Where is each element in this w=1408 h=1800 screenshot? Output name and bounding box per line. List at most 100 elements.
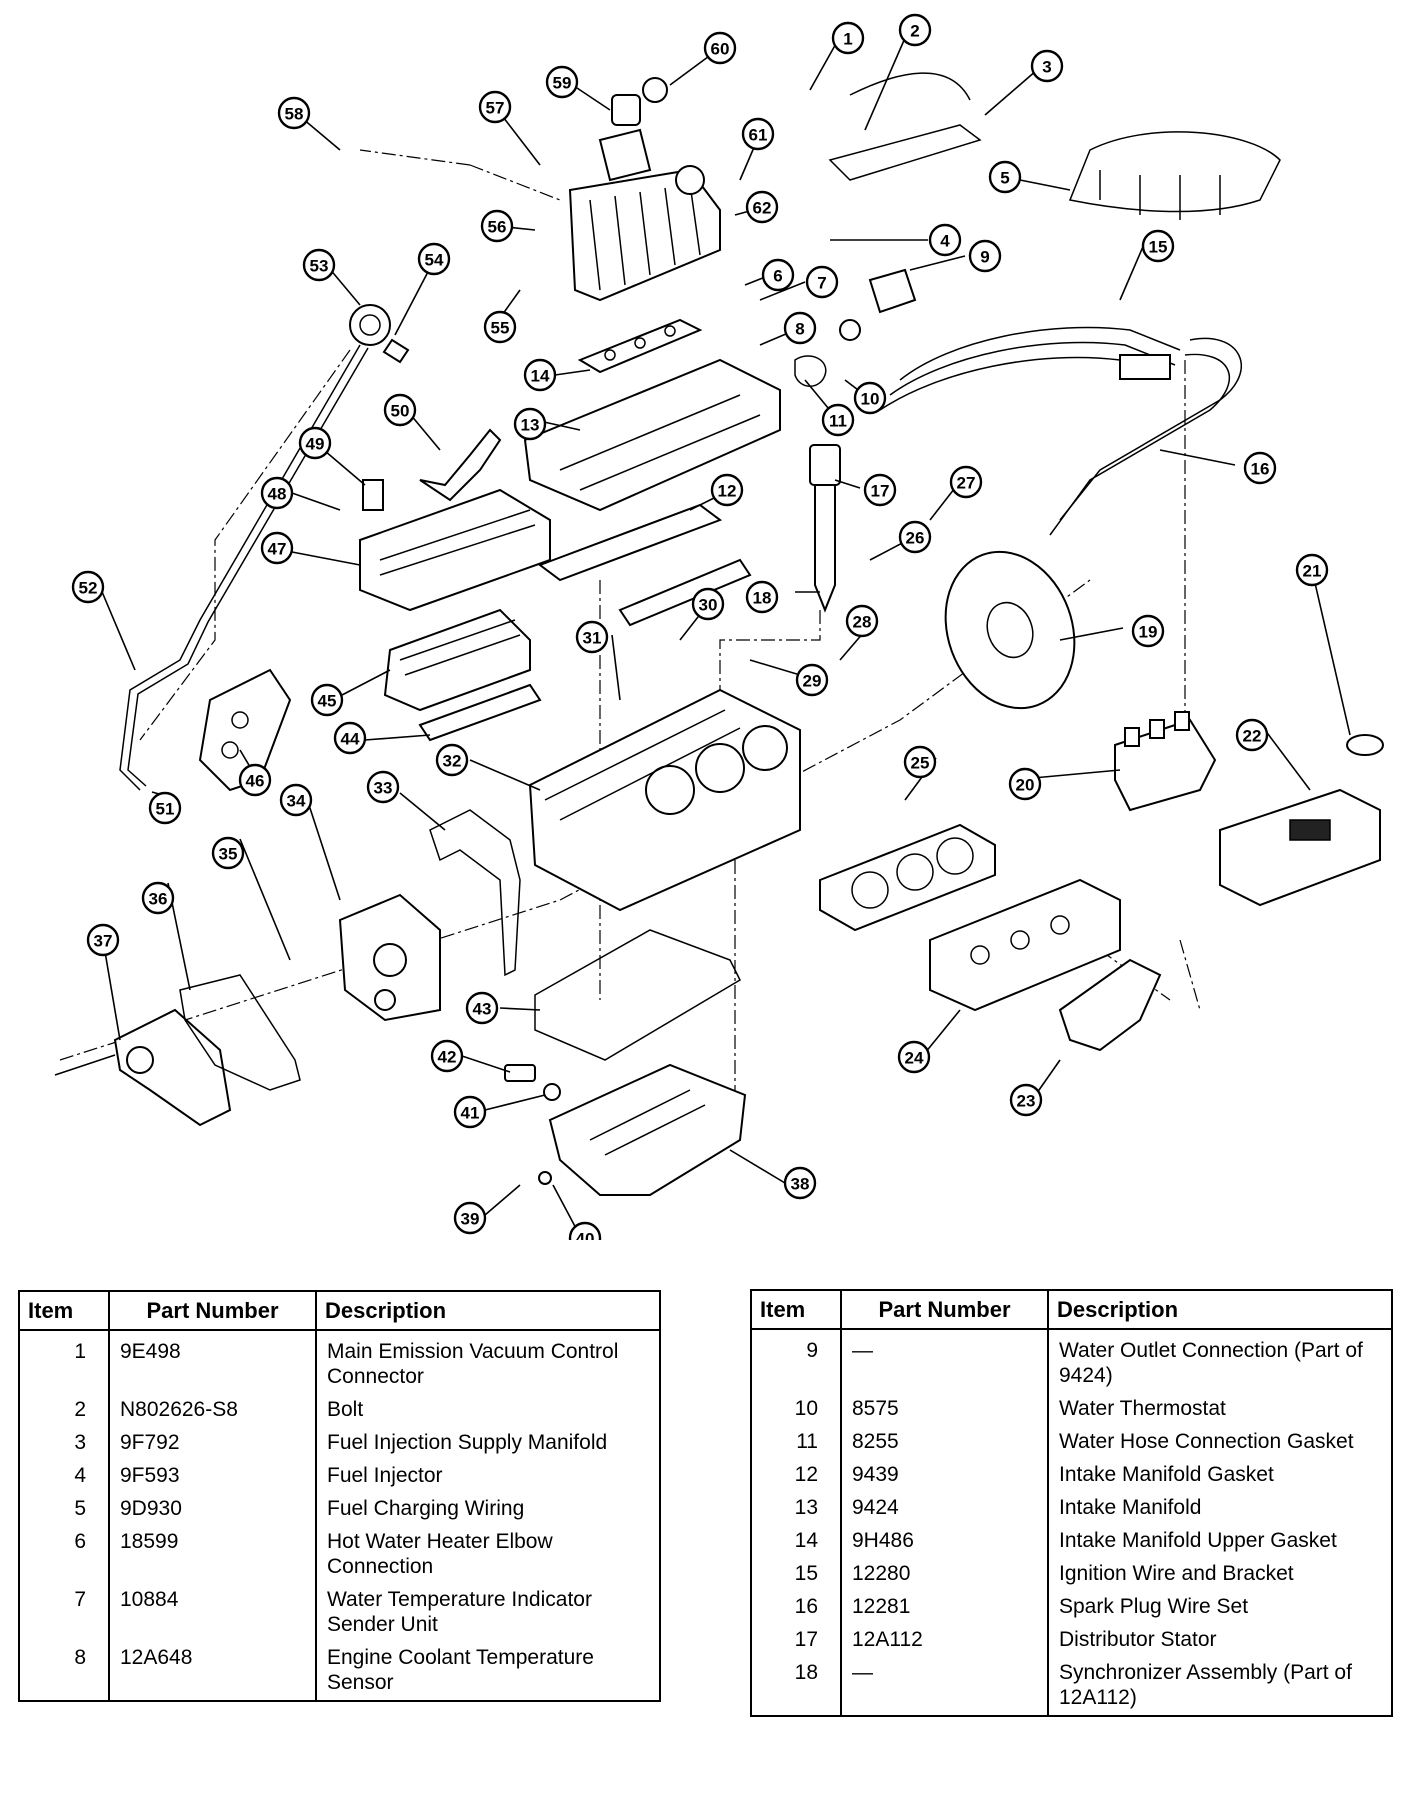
callout-15: 15 — [1141, 229, 1175, 263]
callout-47: 47 — [260, 531, 294, 565]
callout-13: 13 — [513, 407, 547, 441]
cell-part-number: 12A648 — [108, 1642, 316, 1701]
cell-item: 18 — [794, 1661, 818, 1684]
callout-43: 43 — [465, 991, 499, 1025]
cell-item: 4 — [74, 1464, 86, 1487]
callout-61: 61 — [741, 117, 775, 151]
callout-number: 52 — [79, 579, 98, 598]
callout-circle — [745, 190, 779, 224]
callout-number: 23 — [1017, 1092, 1036, 1111]
intake-upper-gasket — [577, 318, 703, 374]
callout-number: 38 — [791, 1175, 810, 1194]
cell-description: Hot Water Heater Elbow Connection — [315, 1526, 660, 1584]
cell-item: 3 — [74, 1431, 86, 1454]
callout-5: 5 — [988, 160, 1022, 194]
cell-part-number: — — [840, 1657, 1048, 1716]
callout-circle — [710, 473, 744, 507]
callout-circle — [783, 311, 817, 345]
callout-31: 31 — [575, 620, 609, 654]
cell-part-number: 12A112 — [840, 1624, 1048, 1657]
callout-circle — [903, 745, 937, 779]
callout-6: 6 — [761, 258, 795, 292]
header-description: Description — [315, 1291, 660, 1331]
cell-description: Distributor Stator — [1047, 1624, 1392, 1657]
callout-circle — [483, 310, 517, 344]
callout-46: 46 — [238, 763, 272, 797]
callout-circle — [1131, 614, 1165, 648]
egr-valve — [349, 304, 410, 364]
header-item: Item — [751, 1290, 841, 1330]
table-header-row: Item Part Number Description — [19, 1291, 660, 1331]
fuel-supply-manifold — [828, 72, 982, 181]
callout-circle — [260, 476, 294, 510]
callout-circle — [761, 258, 795, 292]
callout-25: 25 — [903, 745, 937, 779]
callout-number: 51 — [156, 800, 175, 819]
cell-item: 15 — [794, 1562, 818, 1585]
valve-cover-right — [1219, 734, 1384, 907]
callout-number: 36 — [149, 890, 168, 909]
callout-circle — [478, 90, 512, 124]
callout-circle — [1030, 49, 1064, 83]
cell-description: Intake Manifold Gasket — [1047, 1459, 1392, 1492]
oil-filter-adapter — [504, 1064, 561, 1185]
cell-description: Intake Manifold Upper Gasket — [1047, 1525, 1392, 1558]
cell-description: Synchronizer Assembly (Part of 12A112) — [1047, 1657, 1392, 1716]
cell-description: Water Outlet Connection (Part of 9424) — [1047, 1329, 1392, 1393]
egr-tube — [119, 344, 369, 791]
callout-22: 22 — [1235, 718, 1269, 752]
cell-item: 16 — [794, 1595, 818, 1618]
callout-number: 7 — [817, 274, 826, 293]
callout-number: 30 — [699, 596, 718, 615]
cell-part-number: 12281 — [840, 1591, 1048, 1624]
cell-description: Fuel Injector — [315, 1460, 660, 1493]
engine-block — [528, 688, 801, 912]
callout-56: 56 — [480, 209, 514, 243]
callout-circle — [703, 31, 737, 65]
callout-62: 62 — [745, 190, 779, 224]
distributor — [809, 444, 841, 613]
callout-circle — [453, 1095, 487, 1129]
thermostat-housing — [794, 268, 917, 387]
front-cover — [338, 893, 441, 1022]
callout-number: 33 — [374, 779, 393, 798]
callout-circle — [513, 407, 547, 441]
callout-circle — [1295, 553, 1329, 587]
callout-circle — [1009, 1083, 1043, 1117]
header-part-number: Part Number — [108, 1291, 316, 1331]
callout-54: 54 — [417, 242, 451, 276]
cell-item: 12 — [794, 1463, 818, 1486]
cell-part-number: 9439 — [840, 1459, 1048, 1492]
callout-circle — [1235, 718, 1269, 752]
oil-pan-gasket — [534, 929, 741, 1061]
callout-number: 43 — [473, 1000, 492, 1019]
callout-circle — [863, 473, 897, 507]
callout-number: 34 — [287, 792, 306, 811]
cell-item: 10 — [794, 1397, 818, 1420]
cell-part-number: 8575 — [840, 1393, 1048, 1426]
head-gasket-right — [819, 823, 996, 932]
callout-30: 30 — [691, 587, 725, 621]
callout-number: 5 — [1000, 169, 1009, 188]
ignition-wire-set — [879, 326, 1242, 536]
cell-description: Fuel Injection Supply Manifold — [315, 1427, 660, 1460]
callout-48: 48 — [260, 476, 294, 510]
callout-number: 24 — [905, 1049, 924, 1068]
oil-pan — [548, 1063, 747, 1196]
callout-circle — [366, 770, 400, 804]
cell-item: 8 — [74, 1646, 86, 1669]
callout-37: 37 — [86, 923, 120, 957]
header-part-number: Part Number — [840, 1290, 1048, 1330]
callout-number: 28 — [853, 613, 872, 632]
callout-number: 50 — [391, 402, 410, 421]
callout-number: 11 — [829, 412, 847, 431]
cell-description: Ignition Wire and Bracket — [1047, 1558, 1392, 1591]
